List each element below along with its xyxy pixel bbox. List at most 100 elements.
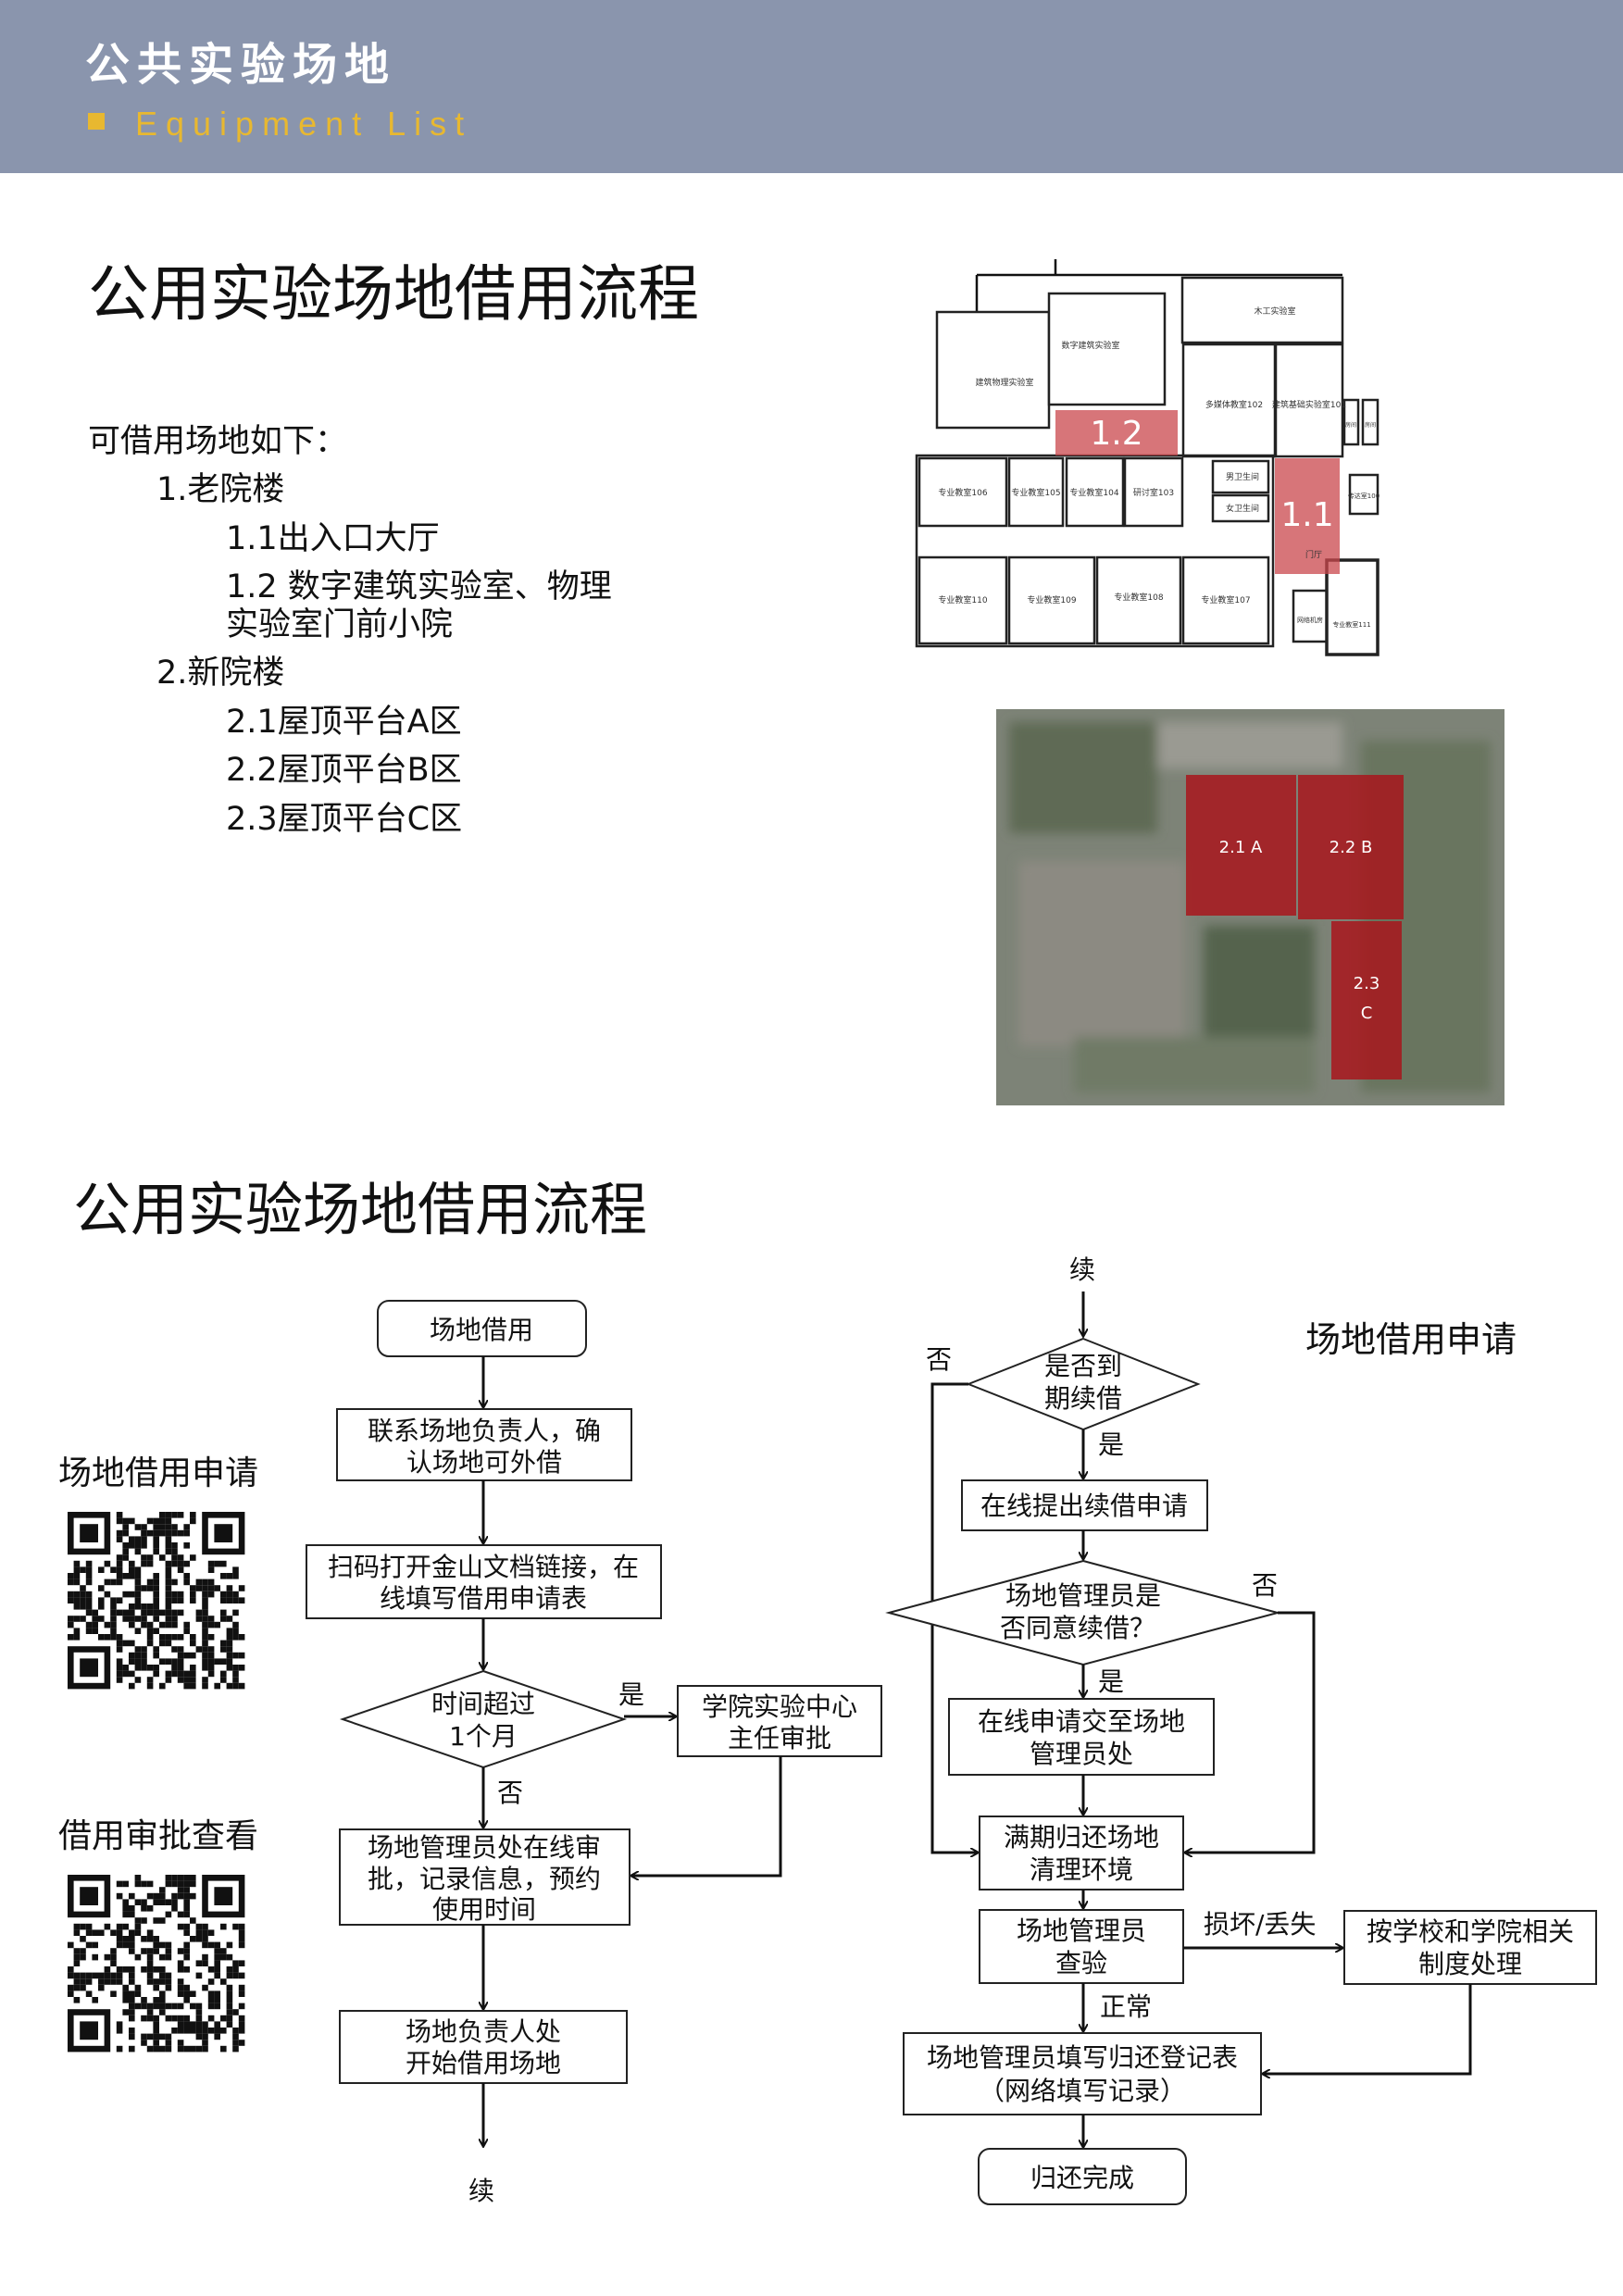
qr-module [146, 1953, 154, 1961]
qr-module [202, 1646, 208, 1653]
flow-text: 在线申请交至场地 [978, 1706, 1185, 1737]
qr-module [146, 1880, 154, 1888]
qr-module [238, 1972, 245, 1979]
qr-module [122, 1911, 129, 1918]
qr-module [195, 1585, 203, 1591]
qr-module [146, 1682, 154, 1690]
venue-intro: 可借用场地如下： [88, 423, 347, 460]
flowchart-right: 续 场地借用申请 是否到 期续借 否 是 在线提出续借申请 场地管理员是 否同意… [885, 1254, 1597, 2205]
qr-module [220, 1573, 227, 1579]
qr-module [177, 1560, 184, 1567]
qr-module [177, 1887, 184, 1893]
zone-2-1-roof [1186, 775, 1296, 916]
review-qr-code[interactable] [68, 1875, 245, 2053]
qr-module [73, 1984, 81, 1991]
header-bar [0, 0, 1623, 173]
qr-module [238, 2028, 245, 2034]
qr-module [141, 1948, 147, 1954]
qr-module [146, 1554, 154, 1561]
qr-module [232, 1597, 239, 1603]
qr-module [220, 1677, 227, 1683]
flow-manager-approval [339, 1828, 630, 1926]
qr-module [110, 1960, 117, 1966]
qr-module [92, 1616, 98, 1622]
qr-module [73, 1560, 81, 1567]
qr-module [141, 1905, 147, 1912]
zone-2-3-roof [1331, 921, 1402, 1079]
qr-module [110, 1929, 117, 1936]
qr-module [73, 1978, 81, 1985]
qr-module [165, 2040, 172, 2046]
qr-module [232, 2028, 239, 2034]
qr-module [110, 1953, 117, 1961]
qr-module [232, 1923, 239, 1930]
qr-module [122, 1997, 129, 2003]
qr-module [159, 2009, 166, 2015]
qr-module [134, 1646, 142, 1653]
qr-module [134, 1591, 142, 1598]
qr-module [183, 1984, 190, 1991]
qr-module [159, 1899, 166, 1905]
qr-module [183, 1990, 190, 1997]
room-label: 专业教室104 [1069, 487, 1118, 498]
qr-module [68, 1990, 74, 1997]
qr-module [232, 1665, 239, 1671]
qr-module [177, 1960, 184, 1966]
qr-module [226, 1634, 233, 1641]
qr-module [73, 1953, 81, 1961]
qr-module [122, 1548, 129, 1555]
qr-module [195, 1616, 203, 1622]
qr-module [85, 1603, 93, 1610]
qr-module [207, 1929, 215, 1936]
qr-module [134, 1953, 142, 1961]
qr-module [232, 2040, 239, 2046]
qr-module [165, 1634, 172, 1641]
qr-module [226, 1652, 233, 1659]
qr-module [171, 1905, 178, 1912]
qr-module [159, 2033, 166, 2040]
qr-module [129, 1670, 135, 1678]
qr-module [153, 2045, 159, 2053]
qr-module [159, 1634, 166, 1641]
qr-module [68, 1621, 74, 1628]
room-label: 网络机房 [1297, 616, 1323, 624]
qr-module [68, 1966, 74, 1973]
qr-module [195, 2033, 203, 2040]
flow-text: 使用时间 [432, 1894, 536, 1925]
qr-module [146, 1640, 154, 1647]
apply-qr-code[interactable] [68, 1512, 245, 1690]
qr-module [159, 1990, 166, 1997]
qr-module [85, 1941, 93, 1949]
qr-module [153, 1652, 159, 1659]
qr-module [129, 1603, 135, 1610]
qr-module [190, 2003, 196, 2010]
flow-begin-use [339, 2010, 628, 2084]
qr-module [73, 1923, 81, 1930]
qr-module [134, 1566, 142, 1573]
qr-module [232, 1573, 239, 1579]
qr-module [232, 2033, 239, 2040]
qr-module [183, 1677, 190, 1683]
qr-module [226, 2021, 233, 2028]
qr-module [141, 1917, 147, 1924]
qr-module [220, 1978, 227, 1985]
room-label: 专业教室107 [1201, 594, 1250, 605]
qr-module [165, 1578, 172, 1586]
flow-text: （网络填写记录） [979, 2076, 1186, 2106]
qr-module [195, 2009, 203, 2015]
qr-module [116, 1941, 123, 1949]
qr-module [165, 1566, 172, 1573]
qr-module [73, 1597, 81, 1603]
qr-module [183, 2028, 190, 2034]
zone-1-2-highlight [1055, 410, 1178, 455]
qr-module [220, 1616, 227, 1622]
qr-module [129, 1990, 135, 1997]
qr-module [232, 1677, 239, 1683]
qr-module [134, 1880, 142, 1888]
qr-module [153, 2015, 159, 2022]
qr-module [116, 1640, 123, 1647]
flow-text: 场地负责人处 [406, 2016, 561, 2047]
flow-scan-form [306, 1544, 662, 1619]
qr-module [220, 1591, 227, 1598]
qr-module [183, 1875, 190, 1881]
